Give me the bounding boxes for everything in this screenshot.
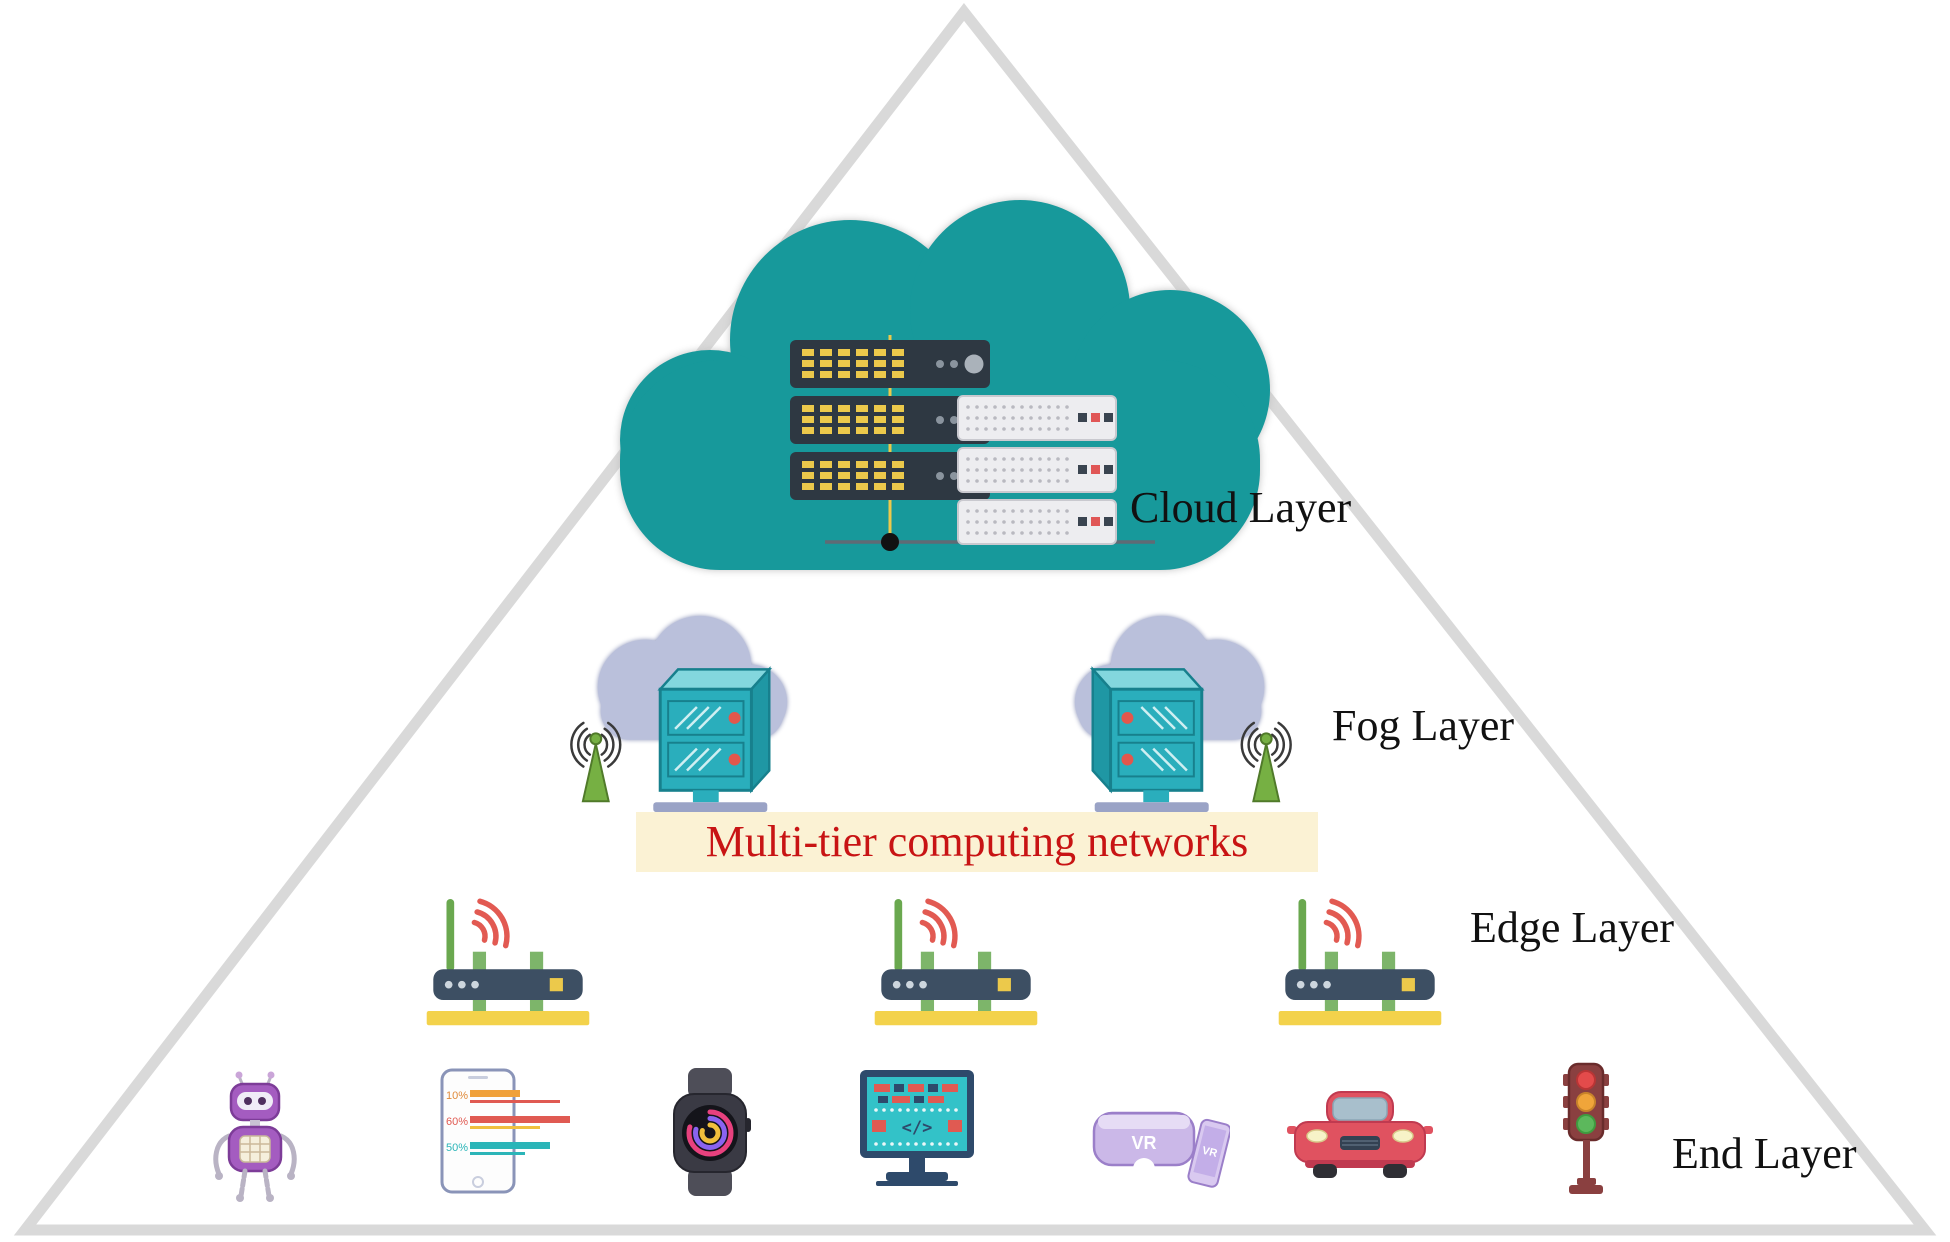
vr-headset-icon: VR VR: [1092, 1111, 1230, 1188]
fog-server-icon: [653, 666, 773, 823]
router-base: [426, 1011, 590, 1026]
fog-node-icon: [570, 615, 788, 823]
end-layer-label: End Layer: [1672, 1129, 1857, 1178]
wifi-signal-icon: [471, 898, 510, 949]
activity-rings: [686, 1109, 734, 1157]
vr-label: VR: [1131, 1133, 1156, 1153]
router-antenna: [894, 898, 903, 972]
car-icon: [1287, 1091, 1433, 1178]
robot-icon: [213, 1071, 297, 1202]
fog-server-icon: [1089, 666, 1209, 823]
smartphone-chart-icon: 10% 60% 50%: [440, 1068, 570, 1194]
smartwatch-icon: [673, 1068, 751, 1196]
cloud-layer-label: Cloud Layer: [1130, 483, 1352, 532]
router-icon: [874, 898, 1038, 1026]
router-icon: [426, 898, 590, 1026]
phone-percent-label: 10%: [446, 1090, 468, 1102]
vr-label: VR: [1201, 1145, 1219, 1160]
code-symbol: </>: [902, 1118, 933, 1138]
antenna-icon: [570, 721, 622, 803]
vr-phone: VR: [1187, 1118, 1230, 1188]
antenna-icon: [1240, 721, 1292, 803]
traffic-light-icon: [1563, 1062, 1609, 1194]
router-body: [881, 969, 1031, 1001]
router-antenna: [1298, 898, 1307, 972]
server-rack-light-icon: [958, 396, 1116, 544]
router-base: [874, 1011, 1038, 1026]
router-base: [1278, 1011, 1442, 1026]
wifi-signal-icon: [919, 898, 958, 949]
cloud-layer-graphic: [620, 200, 1270, 570]
router-body: [1285, 969, 1435, 1001]
fog-node-icon: [1074, 615, 1292, 823]
monitor-code-icon: </>: [860, 1070, 974, 1186]
router-icon: [1278, 898, 1442, 1026]
phone-percent-label: 60%: [446, 1116, 468, 1128]
multi-tier-banner: Multi-tier computing networks: [636, 812, 1318, 872]
wifi-signal-icon: [1323, 898, 1362, 949]
network-node-dot: [881, 533, 899, 551]
phone-percent-label: 50%: [446, 1142, 468, 1154]
router-body: [433, 969, 583, 1001]
router-antenna: [446, 898, 455, 972]
fog-layer-label: Fog Layer: [1332, 701, 1515, 750]
edge-layer-label: Edge Layer: [1470, 903, 1674, 952]
